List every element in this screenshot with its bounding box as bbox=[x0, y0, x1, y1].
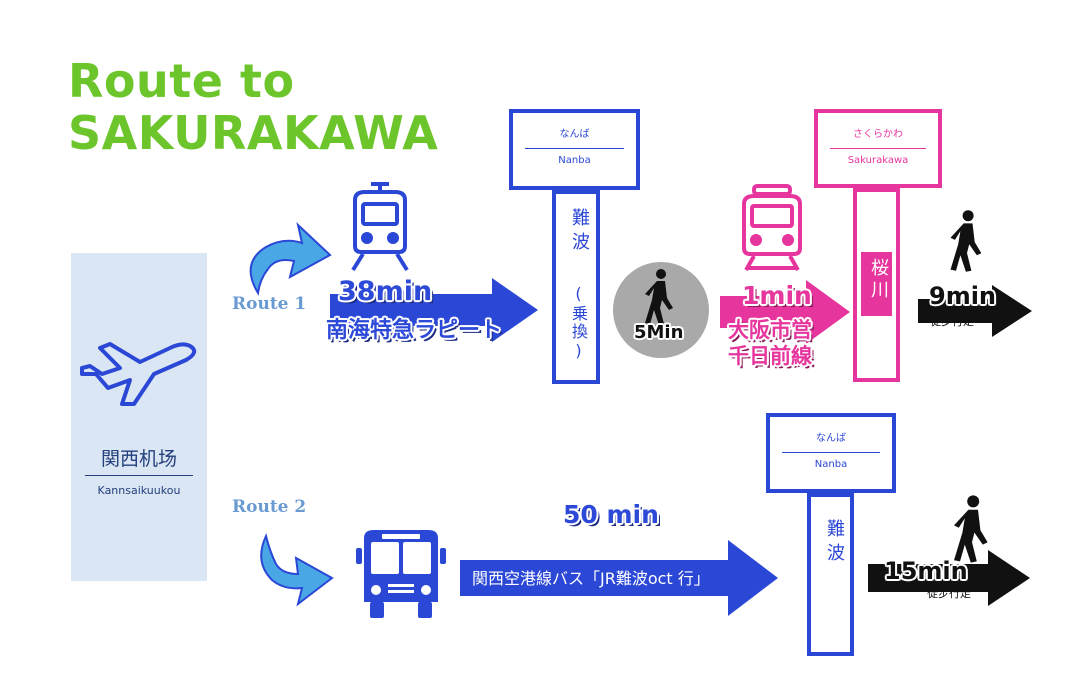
sakurakawa-romaji: Sakurakawa bbox=[847, 155, 909, 166]
nanba-vertical: 難波 bbox=[824, 519, 845, 567]
bus-icon bbox=[356, 530, 446, 618]
route-1-train-line: 南海特急ラピート bbox=[326, 318, 503, 343]
airport-panel bbox=[71, 253, 207, 581]
sakurakawa-sign-post: 桜川 bbox=[853, 188, 900, 382]
route-1-walk-time: 9min bbox=[929, 282, 997, 310]
sign-divider bbox=[782, 452, 880, 453]
walk-transfer-time: 5Min bbox=[634, 322, 684, 343]
route-1-train-arrow bbox=[330, 278, 538, 342]
bus-line: 関西空港線バス「JR難波oct 行」 bbox=[472, 569, 710, 588]
route-1-train-time: 38min bbox=[338, 276, 433, 307]
subway-train-icon bbox=[742, 184, 802, 271]
route-1-walk-label: 徒步行走 bbox=[930, 315, 974, 328]
sakurakawa-kana: さくらかわ bbox=[853, 129, 903, 140]
airplane-icon bbox=[80, 342, 197, 406]
subway-line-2: 千日前線 bbox=[728, 344, 812, 368]
nanba-sign-head: なんば Nanba bbox=[509, 109, 640, 190]
nanba-sign-post: 難波 (乗換) bbox=[552, 190, 600, 384]
airport-name-en: Kannsaikuukou bbox=[97, 484, 181, 497]
bus-time: 50 min bbox=[563, 500, 659, 529]
nanba-romaji: Nanba bbox=[558, 155, 591, 166]
walking-person-icon bbox=[950, 210, 982, 272]
transfer-note: (乗換) bbox=[569, 284, 588, 362]
route-2-bus-arrow bbox=[460, 540, 778, 616]
route-1-walk-arrow bbox=[918, 285, 1032, 337]
route-1-subway-arrow bbox=[720, 280, 850, 344]
route-2-walk-label: 徒步行走 bbox=[927, 587, 971, 600]
route-2-walk-time: 15min bbox=[884, 557, 968, 585]
curved-arrow-icon bbox=[249, 222, 332, 296]
nanba-sign-head: なんば Nanba bbox=[766, 413, 896, 493]
nanba-vertical: 難波 bbox=[569, 208, 590, 256]
route-2-walk-arrow bbox=[868, 550, 1030, 606]
sakurakawa-label-bg bbox=[861, 252, 892, 316]
airport-name-jp: 関西机场 bbox=[100, 448, 177, 470]
title-line-1: Route to bbox=[68, 54, 295, 108]
train-icon bbox=[351, 182, 409, 272]
curved-arrow-icon bbox=[260, 533, 334, 607]
walking-person-icon bbox=[645, 269, 673, 325]
sakurakawa-sign-head: さくらかわ Sakurakawa bbox=[814, 109, 942, 188]
route-1-label: Route 1 bbox=[232, 294, 307, 314]
nanba-kana: なんば bbox=[816, 433, 846, 444]
route-2-label: Route 2 bbox=[232, 497, 307, 517]
title-line-2: SAKURAKAWA bbox=[68, 106, 439, 160]
airport-divider bbox=[85, 475, 193, 476]
subway-time: 1min bbox=[742, 281, 812, 310]
sakurakawa-vertical: 桜川 bbox=[868, 258, 889, 302]
sign-divider bbox=[525, 148, 624, 149]
walking-person-icon bbox=[954, 495, 988, 563]
sign-divider bbox=[830, 148, 926, 149]
nanba-romaji: Nanba bbox=[814, 459, 848, 470]
nanba-sign-post: 難波 bbox=[807, 493, 854, 656]
nanba-kana: なんば bbox=[559, 129, 590, 140]
subway-line-1: 大阪市営 bbox=[728, 318, 812, 342]
